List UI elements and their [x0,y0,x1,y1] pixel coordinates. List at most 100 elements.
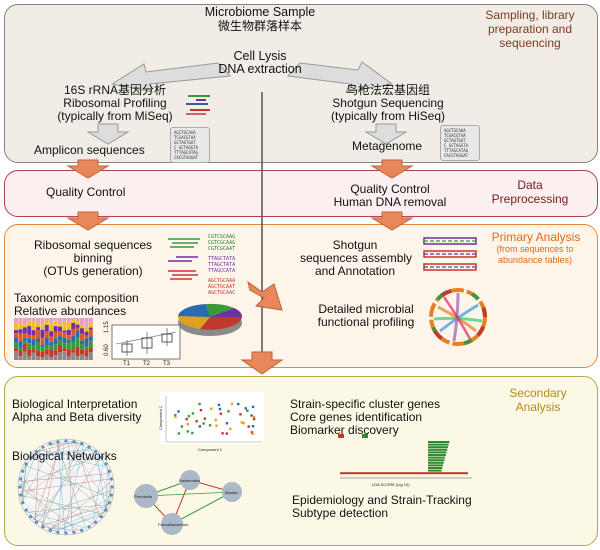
16s-reads-graphic [186,95,210,115]
arrow-to-16s [110,62,232,93]
network-node [64,439,68,443]
stacked-bar-segment [71,335,76,342]
network-edge [34,449,40,522]
network-edge [69,441,109,506]
bio-interpretation-label: Biological Interpretation [12,397,138,411]
network-node [34,520,39,524]
stacked-bar-segment [80,328,84,334]
network-edge [89,447,111,498]
stacked-bar-segment [75,356,80,360]
lda-bar [428,469,442,472]
stacked-bar-segment [18,333,23,342]
network-edge [20,495,104,515]
stacked-bar-segment [80,349,84,355]
stacked-bar-segment [49,318,54,324]
human-dna-removal-label: Human DNA removal [333,195,447,209]
stacked-bar-segment [27,318,32,321]
stacked-bar-segment [40,351,45,358]
stacked-bar-segment [62,330,67,333]
network-node-label-2: Prevotella [134,494,152,499]
assembly-label-1: Shotgun [332,238,378,252]
pcoa-point [221,432,224,435]
stacked-bar-segment [53,355,58,360]
stacked-bar-segment [53,344,58,351]
16s-platform: (typically from MiSeq) [57,109,173,123]
network-node [19,493,23,497]
stacked-bar-segment [40,357,45,360]
stacked-bar-segment [40,347,45,352]
stacked-bar-segment [84,356,89,360]
stacked-bar-segment [53,326,58,332]
metagenome-label: Metagenome [352,139,423,153]
pcoa-point [225,422,229,425]
stacked-bar-segment [31,335,36,340]
stacked-bar-segment [36,356,40,360]
stacked-bar-segment [75,327,80,331]
stacked-bar-segment [22,341,27,344]
assembly-label-3: and Annotation [314,264,396,278]
stacked-bar-segment [31,344,36,350]
network-node [80,442,84,446]
arrow-shotgun-down [364,123,408,145]
network-node [104,462,108,466]
pcoa-point [240,421,243,424]
stacked-bar-segment [22,351,27,360]
panel-preprocessing [4,170,598,217]
stacked-bar-segment [27,320,32,327]
lda-bar [428,448,448,451]
pcoa-point [195,420,198,423]
stacked-bar-segment [49,349,54,357]
stacked-bar-segment [31,318,36,322]
section-subtitle-primary: (from sequences to abundance tables) [496,244,574,265]
stacked-bar-segment [22,318,27,325]
stacked-bar-segment [49,336,54,342]
stacked-bar-segment [44,354,49,360]
stacked-bar-segment [27,343,32,350]
stacked-bar-segment [27,338,32,344]
biomarker-label: Biomarker discovery [290,423,399,437]
pcoa-point [225,432,228,435]
stacked-bar-segment [66,342,71,350]
sample-label-zh: 微生物群落样本 [217,19,302,33]
stacked-bar-segment [71,352,76,360]
network-edge [37,446,88,524]
stacked-bar-segment [44,337,49,346]
network-edge [55,511,106,532]
network-edge [103,484,113,513]
pcoa-point [217,403,221,407]
pcoa-point [230,402,234,405]
network-node [107,469,111,473]
functional-label-2: functional profiling [317,315,415,329]
network-node [24,462,28,466]
stacked-bar-segment [66,339,71,343]
pcoa-point [239,413,242,416]
stacked-bar-segment [88,347,93,353]
stacked-bar-segment [27,334,32,339]
arrow-qc-to-assembly [370,211,414,231]
pcoa-point [252,417,256,421]
otu-reads-graphic [168,238,200,280]
network-edge [47,442,78,446]
network-edge [19,486,79,532]
16s-method: Ribosomal Profiling [63,96,167,110]
network-node [24,508,28,512]
network-edge [31,490,112,518]
pcoa-point [208,424,212,427]
stacked-bar-segment [58,318,62,325]
network-node [21,501,25,505]
pcoa-point [199,408,203,412]
pcoa-point [218,407,222,411]
pcoa-ylabel: Component 2 [158,405,163,430]
functional-label-1: Detailed microbial [318,302,414,316]
stacked-bar-segment [44,331,49,338]
stacked-bar-segment [49,323,54,332]
network-node [48,442,52,446]
pcoa-point [237,402,240,406]
stacked-bar-segment [22,333,27,339]
stacked-bar-segment [66,322,71,330]
stacked-bar-segment [66,335,71,340]
stacked-bar-segment [62,343,67,349]
stacked-bar-segment [84,346,89,351]
